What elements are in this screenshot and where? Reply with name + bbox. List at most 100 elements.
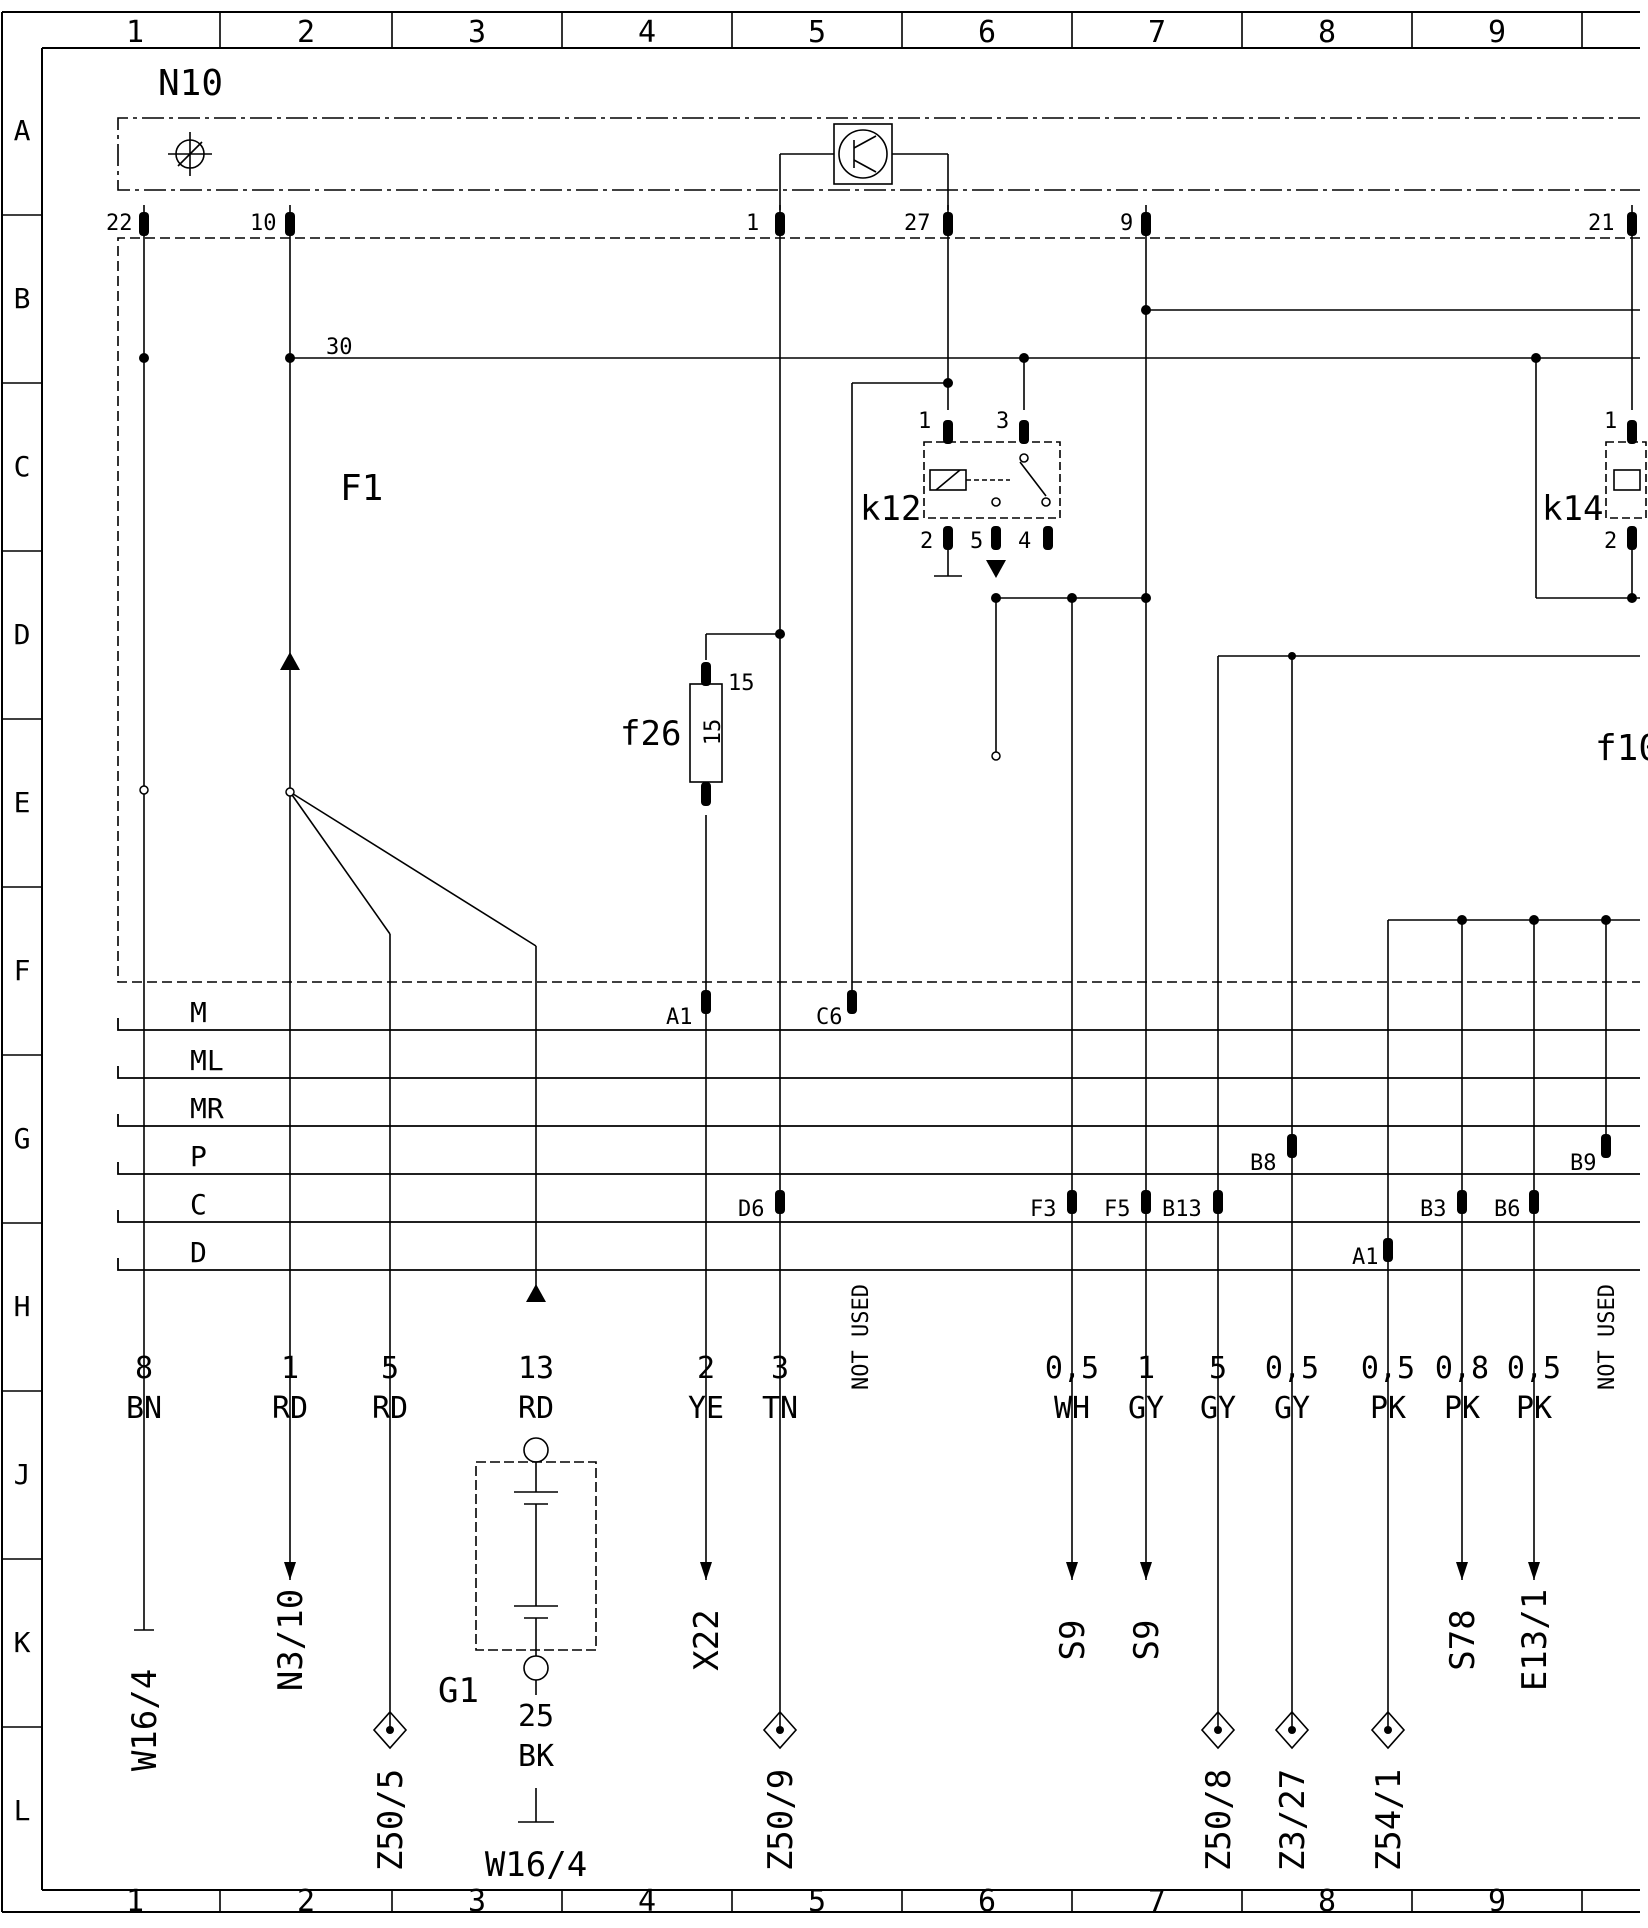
col-label: 1: [126, 1884, 144, 1919]
wire-lines: [134, 205, 1640, 1730]
pin-label: 1: [746, 211, 759, 236]
pin-label: 22: [106, 211, 133, 236]
bus-label: ML: [190, 1044, 224, 1077]
col-label: 4: [638, 15, 656, 50]
battery-label: G1: [438, 1671, 479, 1711]
col-label: 6: [978, 15, 996, 50]
wire-destination: Z3/27: [1273, 1769, 1313, 1871]
module-label: N10: [158, 63, 223, 104]
connector-label: F5: [1104, 1197, 1131, 1222]
battery-g1: G1 25 BK W16/4: [438, 1437, 597, 1885]
row-label: L: [14, 1794, 31, 1827]
wire-color: PK: [1516, 1391, 1552, 1426]
wire-color: PK: [1370, 1391, 1406, 1426]
k14-label: k14: [1542, 489, 1603, 529]
wire-gauge: 8: [135, 1351, 153, 1386]
bus-lines: M ML MR P C D: [117, 996, 1640, 1271]
wire-gauge: 0,5: [1507, 1351, 1561, 1386]
wire-color: RD: [518, 1391, 554, 1426]
wire-destination: E13/1: [1515, 1589, 1555, 1691]
col-label: 5: [808, 15, 826, 50]
connector-label: D6: [738, 1197, 765, 1222]
bus-label: MR: [190, 1092, 224, 1125]
arrows: [280, 652, 1540, 1580]
col-label: 2: [297, 15, 315, 50]
wire-color: RD: [372, 1391, 408, 1426]
wire-gauge: 1: [281, 1351, 299, 1386]
col-label: 6: [978, 1884, 996, 1919]
col-label: 9: [1488, 1884, 1506, 1919]
not-used-note: NOT USED: [849, 1284, 874, 1390]
pin-label: 2: [920, 529, 933, 554]
connector-label: B3: [1420, 1197, 1447, 1222]
fuse-f26: 15 15 f26: [620, 671, 755, 783]
module-pins: 22 10 1 27 9 21: [106, 211, 1615, 236]
row-label: A: [14, 114, 31, 147]
wire-gauge: 5: [381, 1351, 399, 1386]
row-label: H: [14, 1290, 31, 1323]
wire-destination: W16/4: [125, 1669, 165, 1771]
relay-k12: k12 1 3 2 5 4: [860, 409, 1061, 578]
drawing-frame: 1 2 3 4 5 6 7 8 9 1 2 3 4 5 6 7 8 9 A B …: [1, 11, 1640, 1919]
connector-label: B9: [1570, 1151, 1597, 1176]
wire-gauge: 0,5: [1045, 1351, 1099, 1386]
wire-destination: X22: [687, 1609, 727, 1670]
wire-color: PK: [1444, 1391, 1480, 1426]
fuse-label: f26: [620, 714, 681, 754]
fuse-pin: 15: [728, 671, 755, 696]
connector-label: A1: [1352, 1245, 1379, 1270]
wire-destination: Z50/5: [371, 1769, 411, 1871]
pin-label: 2: [1604, 529, 1617, 554]
wire-gauge: 5: [1209, 1351, 1227, 1386]
wire-gauge: 2: [697, 1351, 715, 1386]
col-label: 9: [1488, 15, 1506, 50]
ground-symbols: [372, 1710, 1406, 1750]
wire-color: BN: [126, 1391, 162, 1426]
wire-destination: Z50/8: [1199, 1769, 1239, 1871]
connector-label: A1: [666, 1005, 693, 1030]
row-label: B: [14, 282, 31, 315]
wire-destination: S9: [1127, 1620, 1167, 1661]
wire-gauge: 0,5: [1361, 1351, 1415, 1386]
pin-label: 4: [1018, 529, 1031, 554]
row-label: E: [14, 786, 31, 819]
wire-color: GY: [1274, 1391, 1310, 1426]
pin-label: 10: [250, 211, 277, 236]
col-label: 8: [1318, 15, 1336, 50]
wire-gauge: 1: [1137, 1351, 1155, 1386]
pin-label: 5: [970, 529, 983, 554]
col-label: 5: [808, 1884, 826, 1919]
pin-label: 1: [918, 409, 931, 434]
wire-color: GY: [1200, 1391, 1236, 1426]
pin-label: 21: [1588, 211, 1615, 236]
col-label: 7: [1148, 1884, 1166, 1919]
col-label: 8: [1318, 1884, 1336, 1919]
fuse-rating: 15: [701, 719, 726, 746]
bus-label: D: [190, 1236, 207, 1269]
col-label: 3: [468, 1884, 486, 1919]
connector-labels: A1 C6 B8 B9 D6 F3 F5 B13 B3 B6 A1: [666, 1005, 1597, 1270]
wire-gauge: 0,5: [1265, 1351, 1319, 1386]
col-label: 2: [297, 1884, 315, 1919]
wire-destination: S78: [1443, 1609, 1483, 1670]
bus-label: M: [190, 996, 207, 1029]
col-label: 1: [126, 15, 144, 50]
battery-gauge: 25: [518, 1699, 554, 1734]
f10-label: f10: [1595, 728, 1648, 769]
connector-label: C6: [816, 1005, 843, 1030]
wire-destination: Z50/9: [761, 1769, 801, 1871]
wire-color: RD: [272, 1391, 308, 1426]
relay-k14: k14 1 2: [1542, 409, 1647, 554]
module-n10: N10: [117, 63, 1640, 210]
f1-label: F1: [340, 468, 383, 509]
wire-color: WH: [1054, 1391, 1090, 1426]
wire-destination: N3/10: [271, 1589, 311, 1691]
wire-labels: 8BNW16/41RDN3/105RDZ50/513RD2YEX223TNZ50…: [125, 1351, 1561, 1871]
pin-label: 3: [996, 409, 1009, 434]
battery-color: BK: [518, 1739, 554, 1774]
wire-destination: S9: [1053, 1620, 1093, 1661]
battery-dest: W16/4: [485, 1845, 587, 1885]
row-label: K: [14, 1626, 31, 1659]
wire-gauge: 0,8: [1435, 1351, 1489, 1386]
